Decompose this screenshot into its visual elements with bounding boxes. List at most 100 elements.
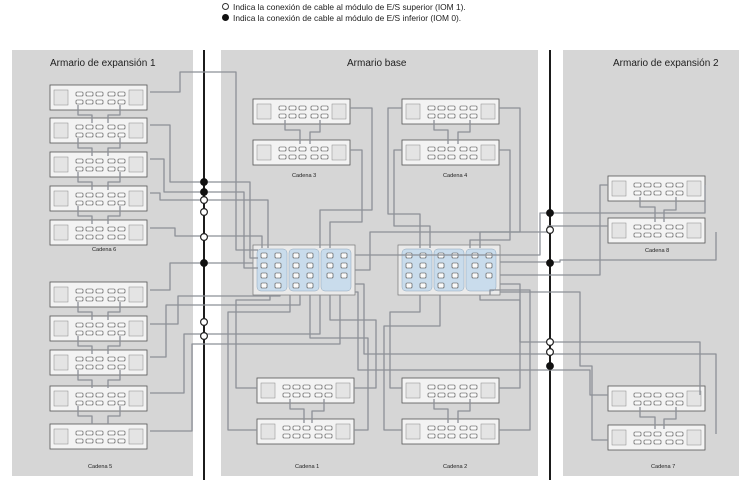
sas-port-icon xyxy=(117,99,126,105)
open-connector-icon xyxy=(200,332,209,341)
shelf-bay-left xyxy=(53,354,69,371)
hba-port-icon xyxy=(306,262,314,269)
trunk-cable xyxy=(489,289,531,431)
shelf-bay-right xyxy=(686,390,702,407)
sas-port-icon xyxy=(75,288,84,294)
sas-port-icon xyxy=(85,296,94,302)
sas-port-icon xyxy=(95,438,104,444)
sas-port-icon xyxy=(282,433,291,439)
sas-port-icon xyxy=(653,190,662,196)
sas-port-icon xyxy=(85,330,94,336)
sas-port-icon xyxy=(75,234,84,240)
shelf-bay-left xyxy=(405,144,421,161)
sas-port-icon xyxy=(459,146,468,152)
sas-port-icon xyxy=(324,392,333,398)
sas-port-icon xyxy=(665,190,674,196)
sas-port-icon xyxy=(643,431,652,437)
sas-port-icon xyxy=(643,190,652,196)
sas-port-icon xyxy=(75,132,84,138)
sas-port-icon xyxy=(292,433,301,439)
trunk-cable xyxy=(355,225,608,271)
shelf-link-cable xyxy=(663,197,677,222)
sas-port-icon xyxy=(95,132,104,138)
open-connector-icon xyxy=(200,318,209,327)
trunk-cable xyxy=(479,295,521,389)
sas-port-icon xyxy=(85,124,94,130)
sas-port-icon xyxy=(75,430,84,436)
sas-port-icon xyxy=(459,425,468,431)
sas-port-icon xyxy=(95,392,104,398)
shelf-bay-right xyxy=(480,103,496,120)
sas-port-icon xyxy=(278,154,287,160)
shelf-link-cable xyxy=(77,138,93,156)
sas-port-icon xyxy=(447,154,456,160)
trunk-cable xyxy=(150,262,253,291)
sas-port-icon xyxy=(653,400,662,406)
shelf-bay-right xyxy=(331,103,347,120)
filled-connector-icon xyxy=(200,259,208,267)
shelf-link-cable xyxy=(107,206,121,224)
sas-port-icon xyxy=(75,322,84,328)
sas-port-icon xyxy=(95,91,104,97)
sas-port-icon xyxy=(675,182,684,188)
sas-port-icon xyxy=(117,166,126,172)
open-connector-icon xyxy=(200,233,209,242)
sas-port-icon xyxy=(427,154,436,160)
sas-port-icon xyxy=(447,425,456,431)
open-connector-icon xyxy=(545,338,554,347)
open-connector-icon xyxy=(200,208,209,217)
hba-port-icon xyxy=(292,282,300,289)
sas-port-icon xyxy=(107,296,116,302)
sas-port-icon xyxy=(85,200,94,206)
shelf-link-cable xyxy=(77,105,93,123)
sas-port-icon xyxy=(95,356,104,362)
sas-port-icon xyxy=(85,400,94,406)
sas-port-icon xyxy=(653,439,662,445)
shelf-bay-right xyxy=(128,428,144,445)
open-connector-icon xyxy=(200,196,209,205)
hba-port-icon xyxy=(306,252,314,259)
hba-port-icon xyxy=(485,272,493,279)
sas-port-icon xyxy=(469,146,478,152)
sas-port-icon xyxy=(282,384,291,390)
shelf-bay-right xyxy=(331,144,347,161)
trunk-cable xyxy=(393,149,431,248)
sas-port-icon xyxy=(302,433,311,439)
hba-port-icon xyxy=(419,272,427,279)
shelf-bay-left xyxy=(53,122,69,139)
sas-port-icon xyxy=(85,392,94,398)
sas-port-icon xyxy=(282,425,291,431)
sas-port-icon xyxy=(85,166,94,172)
sas-port-icon xyxy=(675,190,684,196)
hba-port-icon xyxy=(437,262,445,269)
expansion-cabinet-2-title: Armario de expansión 2 xyxy=(613,58,719,69)
shelf-bay-left xyxy=(260,382,276,399)
sas-port-icon xyxy=(324,425,333,431)
sas-port-icon xyxy=(320,154,329,160)
shelf-link-cable xyxy=(77,302,93,320)
trunk-cable xyxy=(329,149,363,248)
sas-port-icon xyxy=(95,226,104,232)
hba-card xyxy=(401,248,433,292)
hba-port-icon xyxy=(485,262,493,269)
sas-port-icon xyxy=(469,113,478,119)
shelf-bay-left xyxy=(611,222,627,239)
trunk-cable xyxy=(389,295,421,389)
shelf-bay-left xyxy=(611,180,627,197)
sas-port-icon xyxy=(117,356,126,362)
trunk-cable xyxy=(150,295,341,432)
sas-port-icon xyxy=(85,430,94,436)
sas-port-icon xyxy=(437,384,446,390)
shelf-link-cable xyxy=(77,406,93,424)
sas-port-icon xyxy=(117,392,126,398)
hba-port-icon xyxy=(306,272,314,279)
hba-port-icon xyxy=(260,262,268,269)
sas-port-icon xyxy=(427,105,436,111)
sas-port-icon xyxy=(117,438,126,444)
shelf-link-cable xyxy=(663,407,677,429)
hba-port-icon xyxy=(340,272,348,279)
filled-connector-icon xyxy=(200,188,208,196)
sas-port-icon xyxy=(278,146,287,152)
sas-port-icon xyxy=(75,192,84,198)
sas-port-icon xyxy=(314,384,323,390)
